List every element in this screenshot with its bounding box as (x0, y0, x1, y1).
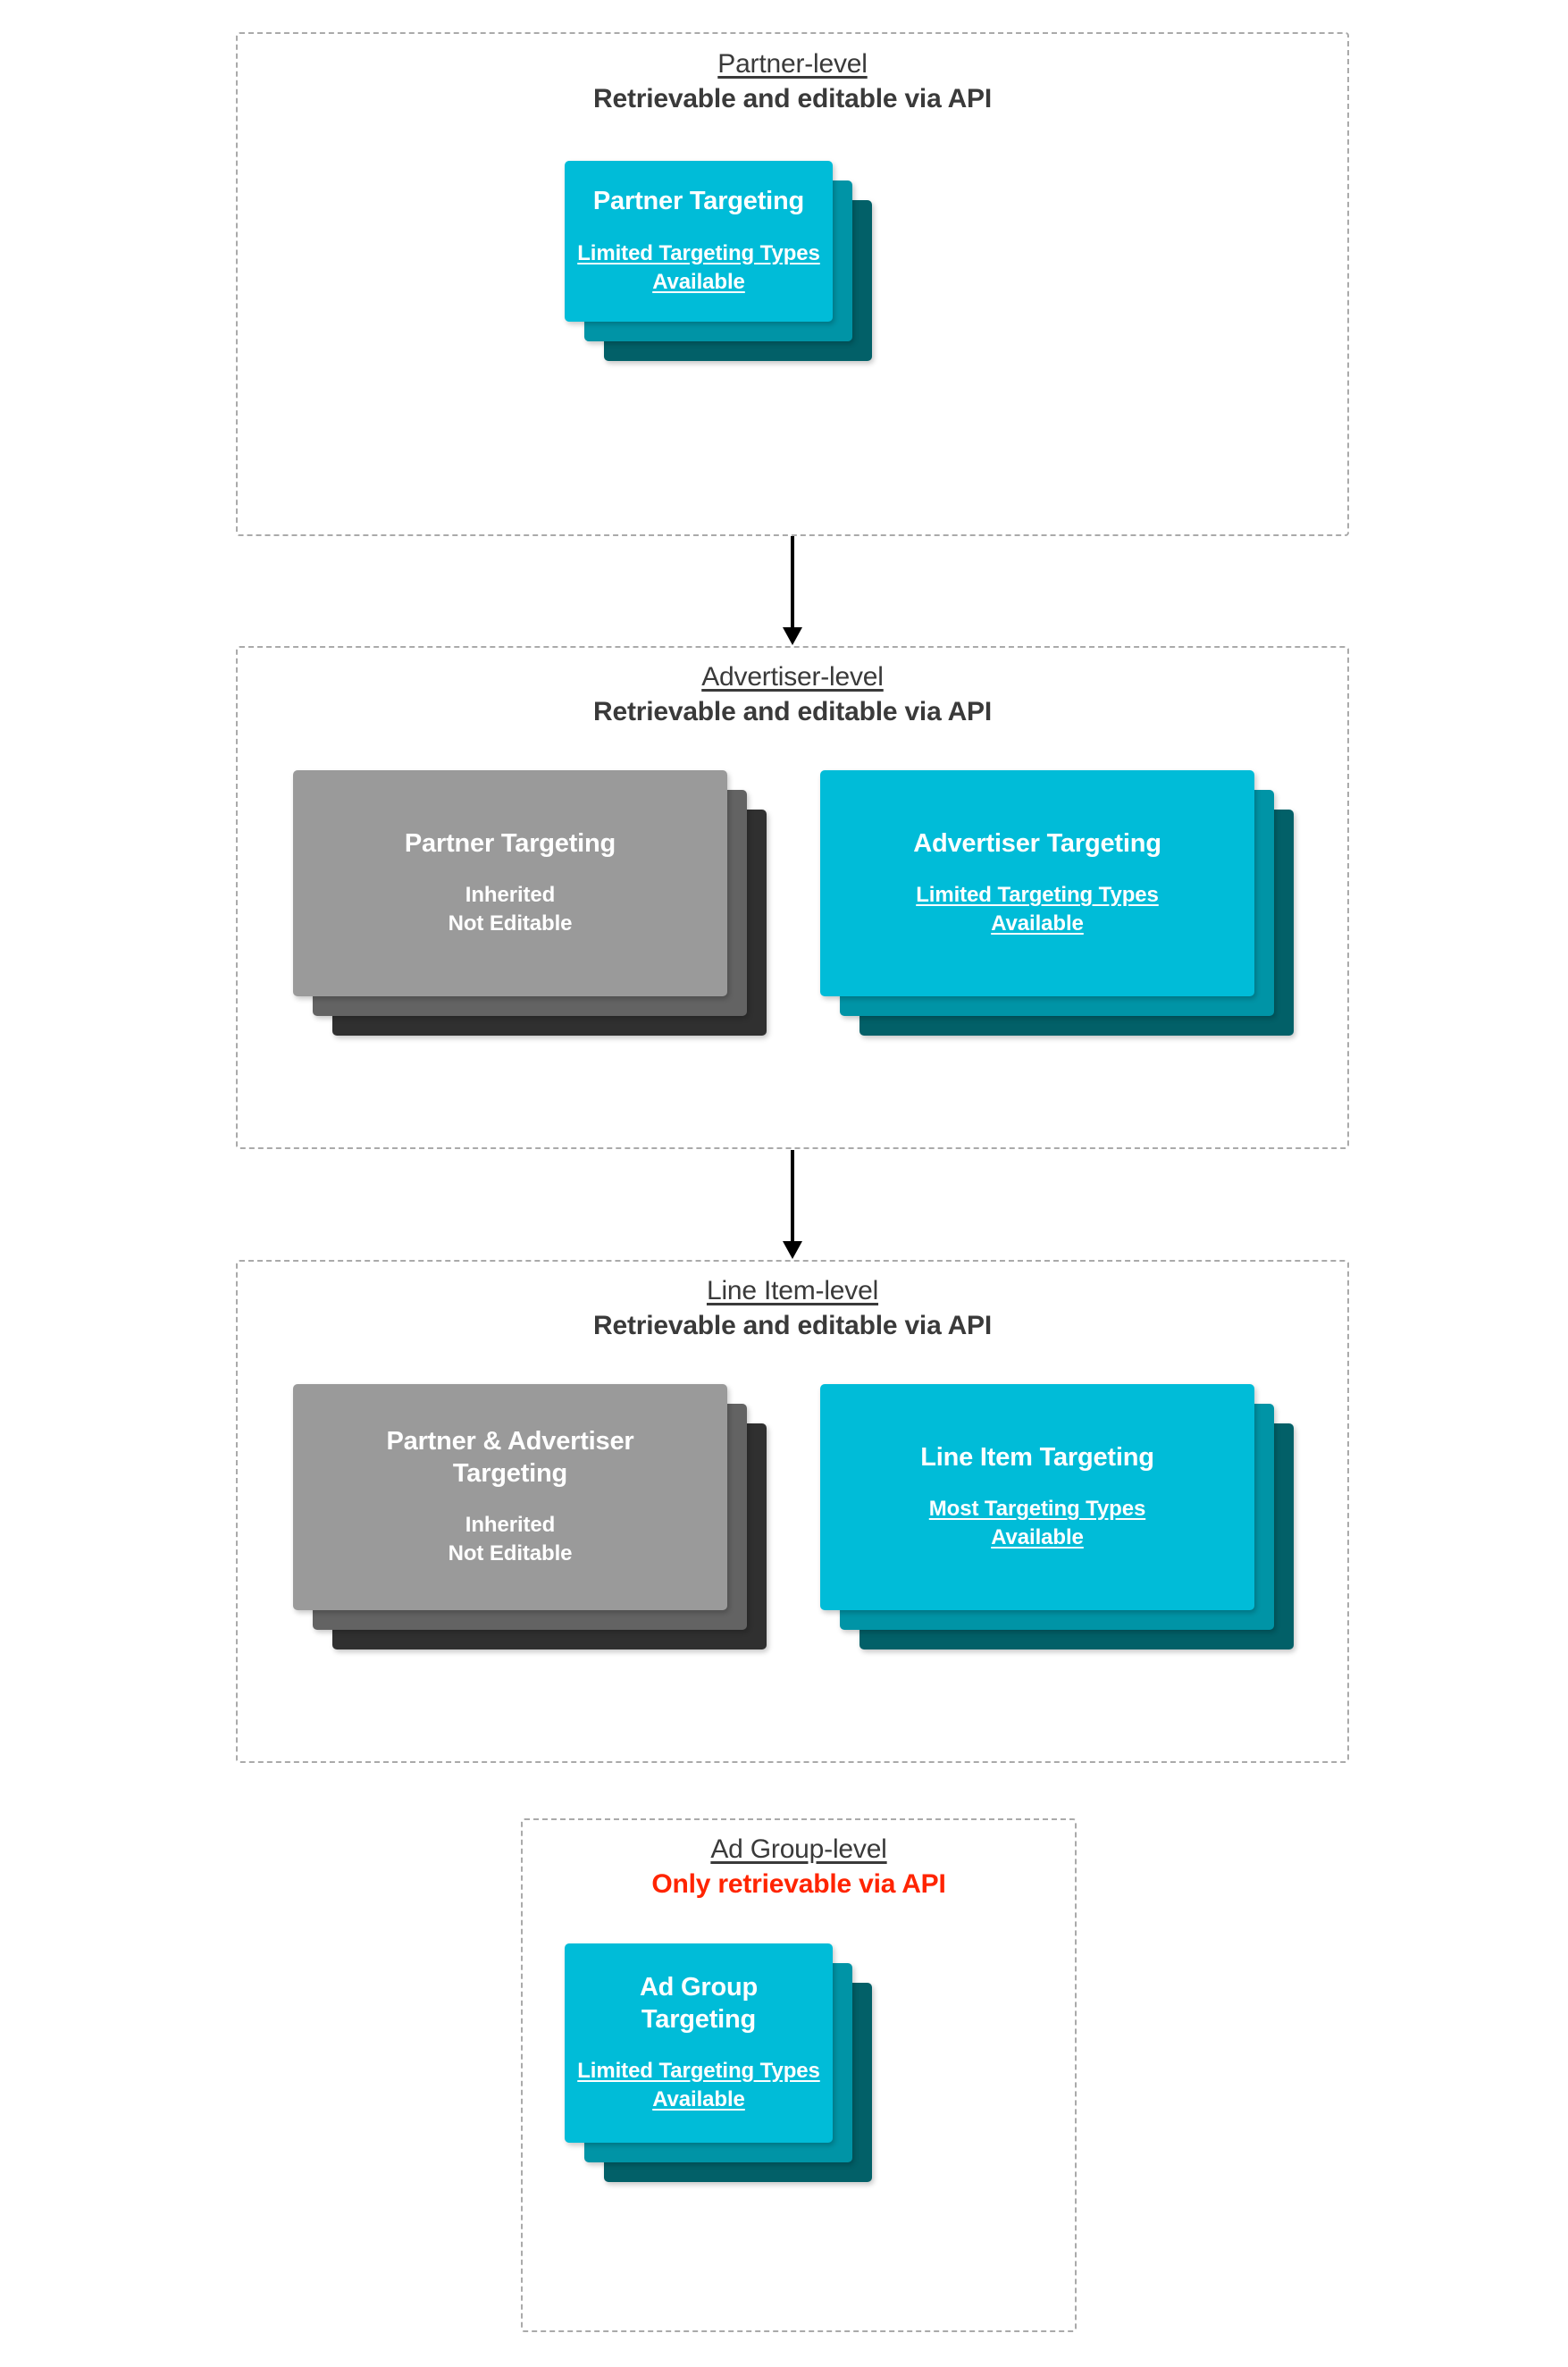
subtitle-line-2: Available (652, 269, 745, 294)
arrow-partner-to-advertiser (791, 536, 794, 628)
subtitle-line-2: Not Editable (448, 911, 573, 936)
lineitem-inherited-partner-advertiser-targeting-card[interactable]: Partner & Advertiser Targeting Inherited… (293, 1384, 727, 1610)
partner-targeting-card[interactable]: Partner Targeting Limited Targeting Type… (565, 161, 833, 322)
subtitle-line-2: Available (652, 2086, 745, 2111)
subtitle-line-1: Inherited (465, 883, 556, 908)
title-line-1: Partner & Advertiser (386, 1427, 634, 1456)
arrow-advertiser-to-lineitem (791, 1150, 794, 1242)
advertiser-inherited-partner-targeting-card[interactable]: Partner Targeting Inherited Not Editable (293, 770, 727, 996)
lineitem-inherited-card-stack: Partner & Advertiser Targeting Inherited… (293, 1384, 767, 1652)
advertiser-targeting-card[interactable]: Advertiser Targeting Limited Targeting T… (820, 770, 1254, 996)
advertiser-targeting-card-title: Advertiser Targeting (913, 828, 1161, 858)
lineitem-inherited-card-subtitle: Inherited Not Editable (436, 1511, 585, 1568)
advertiser-level-container (236, 646, 1349, 1149)
lineitem-targeting-card[interactable]: Line Item Targeting Most Targeting Types… (820, 1384, 1254, 1610)
adgroup-level-container (521, 1818, 1077, 2332)
subtitle-line-1: Most Targeting Types (928, 1497, 1146, 1522)
title-line-2: Targeting (452, 1458, 568, 1488)
lineitem-level-container (236, 1260, 1349, 1763)
lineitem-targeting-card-subtitle: Most Targeting Types Available (917, 1495, 1158, 1552)
adgroup-targeting-card[interactable]: Ad Group Targeting Limited Targeting Typ… (565, 1943, 833, 2143)
partner-level-container (236, 32, 1349, 536)
advertiser-inherited-card-subtitle: Inherited Not Editable (436, 881, 585, 938)
partner-targeting-card-title: Partner Targeting (592, 187, 805, 216)
adgroup-targeting-card-subtitle: Limited Targeting Types Available (565, 2057, 833, 2114)
lineitem-targeting-card-title: Line Item Targeting (920, 1442, 1154, 1472)
advertiser-targeting-card-subtitle: Limited Targeting Types Available (903, 881, 1171, 938)
adgroup-targeting-card-title: Ad Group Targeting (639, 1973, 759, 2034)
advertiser-targeting-card-stack: Advertiser Targeting Limited Targeting T… (820, 770, 1294, 1038)
subtitle-line-2: Available (991, 1525, 1084, 1550)
subtitle-line-2: Not Editable (448, 1540, 573, 1565)
subtitle-line-1: Limited Targeting Types (916, 883, 1159, 908)
subtitle-line-1: Limited Targeting Types (577, 240, 820, 265)
lineitem-targeting-card-stack: Line Item Targeting Most Targeting Types… (820, 1384, 1294, 1652)
partner-targeting-card-stack: Partner Targeting Limited Targeting Type… (565, 161, 886, 362)
lineitem-inherited-card-title: Partner & Advertiser Targeting (371, 1426, 650, 1490)
subtitle-line-1: Inherited (465, 1512, 556, 1537)
partner-targeting-card-subtitle: Limited Targeting Types Available (565, 239, 833, 297)
subtitle-line-1: Limited Targeting Types (577, 2058, 820, 2083)
advertiser-inherited-card-stack: Partner Targeting Inherited Not Editable (293, 770, 767, 1038)
subtitle-line-2: Available (991, 911, 1084, 936)
advertiser-inherited-card-title: Partner Targeting (404, 828, 616, 858)
adgroup-targeting-card-stack: Ad Group Targeting Limited Targeting Typ… (565, 1943, 886, 2185)
